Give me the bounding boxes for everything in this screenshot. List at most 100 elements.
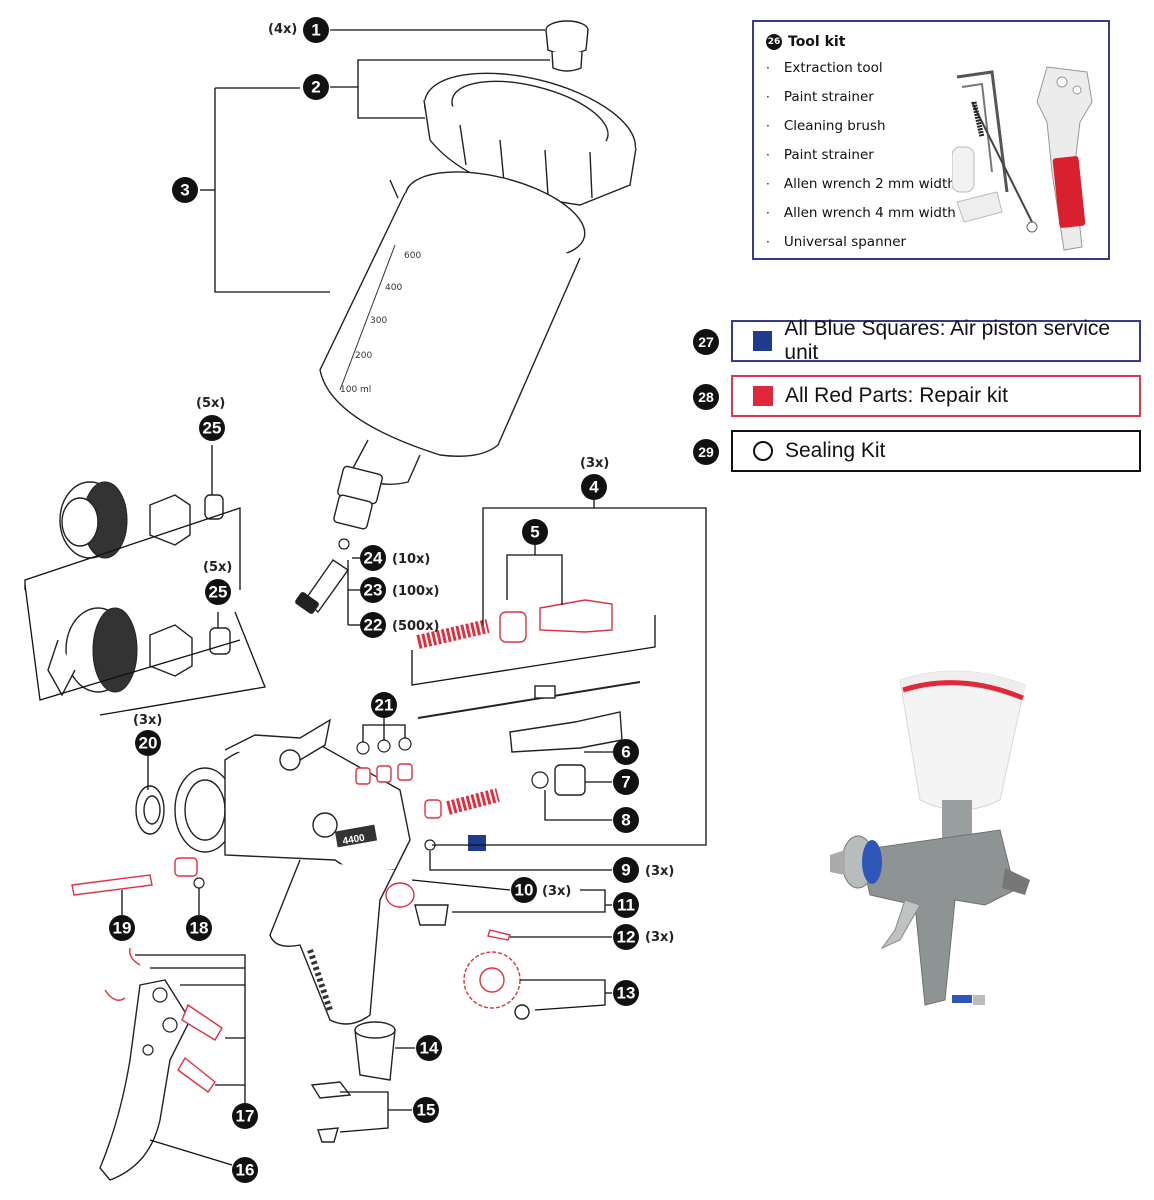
tool-kit-badge: 26 bbox=[766, 34, 782, 50]
tool-kit-box: 26 Tool kit ·Extraction tool ·Paint stra… bbox=[752, 20, 1110, 260]
callout-18: 18 bbox=[186, 915, 212, 941]
blue-square-marker bbox=[468, 835, 486, 851]
list-item: ·Paint strainer bbox=[766, 147, 874, 163]
needle-spring-red bbox=[416, 619, 490, 649]
legend-air-piston: All Blue Squares: Air piston service uni… bbox=[731, 317, 1141, 364]
cup-body-part: 600 400 300 200 100 ml bbox=[319, 171, 586, 530]
list-item: ·Extraction tool bbox=[766, 60, 883, 76]
svg-text:6: 6 bbox=[621, 743, 630, 762]
svg-text:19: 19 bbox=[113, 919, 132, 938]
svg-text:(3x): (3x) bbox=[645, 864, 674, 879]
callout-19: 19 bbox=[109, 915, 135, 941]
svg-text:11: 11 bbox=[617, 896, 635, 915]
cup-scale: 600 400 300 200 100 ml bbox=[339, 244, 421, 395]
legend-badge-28: 28 bbox=[693, 384, 719, 410]
svg-text:13: 13 bbox=[617, 984, 636, 1003]
tool-kit-heading: Tool kit bbox=[788, 34, 846, 50]
cup-lid-part bbox=[423, 72, 637, 206]
callout-7: 7 bbox=[613, 769, 639, 795]
svg-text:22: 22 bbox=[364, 616, 383, 635]
callout-2: 2 bbox=[303, 74, 329, 100]
legend-repair-kit: All Red Parts: Repair kit bbox=[731, 375, 1141, 417]
callout-24: 24 (10x) bbox=[360, 545, 430, 571]
callout-12: 12 (3x) bbox=[613, 924, 674, 950]
legend-badge-29: 29 bbox=[693, 439, 719, 465]
cup-assembly: 600 400 300 200 100 ml bbox=[319, 20, 637, 530]
scale-300: 300 bbox=[370, 316, 387, 326]
list-item: ·Allen wrench 4 mm width bbox=[766, 205, 956, 221]
callout-25-upper: 25 (5x) bbox=[196, 396, 225, 441]
svg-text:12: 12 bbox=[617, 928, 636, 947]
svg-text:3: 3 bbox=[180, 181, 189, 200]
callout-1: 1(4x) bbox=[268, 17, 329, 43]
tool-kit-list: ·Extraction tool ·Paint strainer ·Cleani… bbox=[766, 60, 956, 263]
gun-model-label: 4400 bbox=[342, 833, 366, 848]
svg-text:(3x): (3x) bbox=[133, 713, 162, 728]
red-small-parts bbox=[71, 839, 530, 1020]
svg-text:(3x): (3x) bbox=[645, 930, 674, 945]
air-cap-lower bbox=[47, 607, 231, 697]
svg-text:17: 17 bbox=[236, 1107, 255, 1126]
callout-15: 15 bbox=[413, 1097, 439, 1123]
callout-4: 4 (3x) bbox=[580, 456, 609, 500]
svg-text:(500x): (500x) bbox=[392, 619, 439, 634]
callout-badges: 1(4x) 2 3 4(3x) 5 6 7 8 9(3x) 10(3x) 11 … bbox=[109, 17, 674, 1183]
callout-21: 21 bbox=[371, 692, 397, 718]
legend-label: Sealing Kit bbox=[785, 439, 886, 462]
svg-text:23: 23 bbox=[364, 581, 383, 600]
callout-9: 9 (3x) bbox=[613, 857, 674, 883]
red-square-swatch bbox=[753, 386, 773, 406]
callout-14: 14 bbox=[416, 1035, 442, 1061]
svg-text:7: 7 bbox=[621, 773, 630, 792]
svg-text:(4x): (4x) bbox=[268, 22, 297, 37]
svg-text:15: 15 bbox=[417, 1101, 436, 1120]
needle-packing-red bbox=[499, 599, 613, 643]
trigger-part bbox=[99, 947, 223, 1181]
svg-text:14: 14 bbox=[420, 1039, 439, 1058]
callout-23: 23 (100x) bbox=[360, 577, 439, 603]
tool-kit-image bbox=[952, 66, 1093, 251]
circle-swatch bbox=[753, 441, 773, 461]
svg-text:24: 24 bbox=[364, 549, 383, 568]
callout-16: 16 bbox=[232, 1157, 258, 1183]
scale-400: 400 bbox=[385, 283, 402, 293]
svg-text:(3x): (3x) bbox=[542, 884, 571, 899]
svg-text:(5x): (5x) bbox=[203, 560, 232, 575]
svg-text:4: 4 bbox=[589, 478, 599, 497]
legend-label: All Blue Squares: Air piston service uni… bbox=[784, 317, 1111, 364]
svg-text:25: 25 bbox=[203, 419, 222, 438]
leader-lines bbox=[121, 29, 707, 1166]
callout-25-lower: 25(5x) bbox=[203, 560, 232, 605]
tool-kit-title: 26 Tool kit bbox=[766, 34, 845, 50]
spreader-ring-part bbox=[135, 785, 165, 835]
list-item: ·Universal spanner bbox=[766, 234, 907, 250]
legend-label: All Red Parts: Repair kit bbox=[785, 384, 1008, 407]
trigger-stop-part bbox=[310, 1081, 352, 1143]
list-item: ·Allen wrench 2 mm width bbox=[766, 176, 956, 192]
callout-5: 5 bbox=[522, 519, 548, 545]
air-valve-spring-red bbox=[424, 788, 500, 819]
callout-20: 20 (3x) bbox=[133, 713, 162, 756]
assembled-gun-image bbox=[830, 670, 1030, 1006]
needle-part bbox=[417, 681, 641, 719]
legend-badge-27: 27 bbox=[693, 329, 719, 355]
svg-text:(3x): (3x) bbox=[580, 456, 609, 471]
callout-8: 8 bbox=[613, 807, 639, 833]
svg-text:9: 9 bbox=[621, 861, 630, 880]
callout-3: 3 bbox=[172, 177, 198, 203]
svg-text:5: 5 bbox=[530, 523, 539, 542]
svg-text:20: 20 bbox=[139, 734, 158, 753]
svg-text:21: 21 bbox=[375, 696, 394, 715]
callout-6: 6 bbox=[613, 739, 639, 765]
callout-13: 13 bbox=[613, 980, 639, 1006]
list-item: ·Cleaning brush bbox=[766, 118, 886, 134]
svg-text:(10x): (10x) bbox=[392, 552, 430, 567]
list-item: ·Paint strainer bbox=[766, 89, 874, 105]
svg-text:(100x): (100x) bbox=[392, 584, 439, 599]
vent-cap-part bbox=[545, 20, 589, 72]
svg-text:(5x): (5x) bbox=[196, 396, 225, 411]
callout-17: 17 bbox=[232, 1103, 258, 1129]
scale-100: 100 ml bbox=[340, 385, 371, 395]
scale-200: 200 bbox=[355, 351, 372, 361]
